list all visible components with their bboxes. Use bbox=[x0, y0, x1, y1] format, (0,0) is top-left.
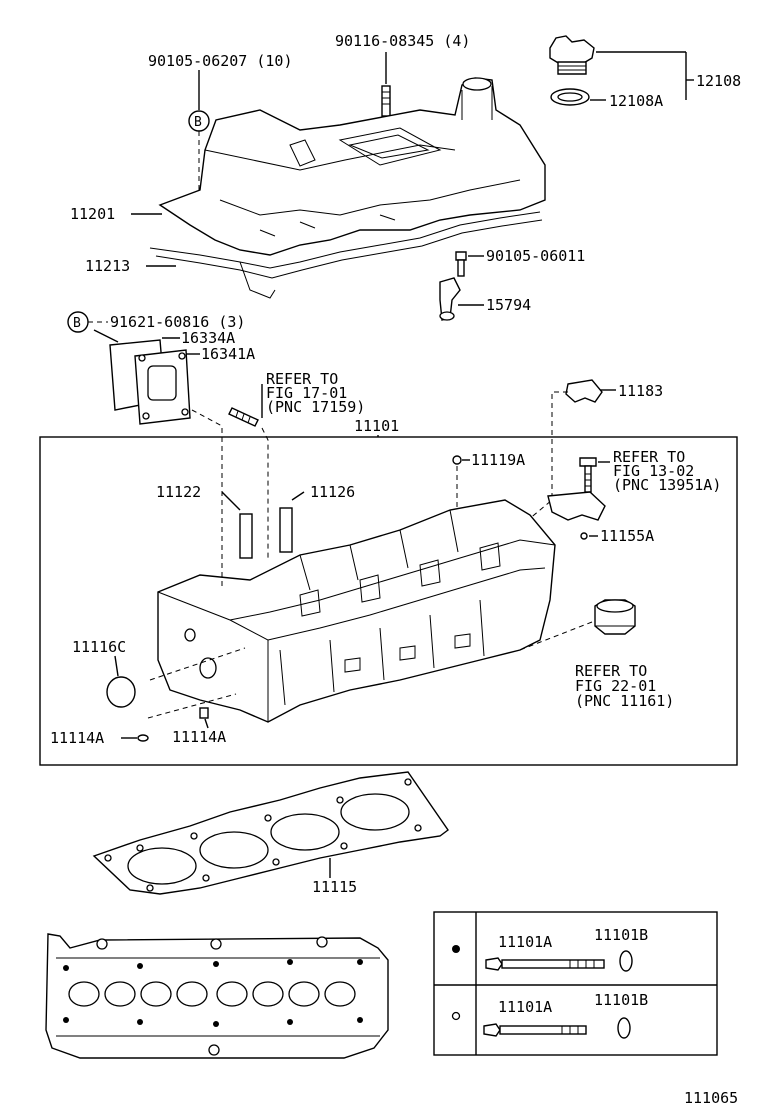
cover-gasket bbox=[149, 211, 543, 299]
ref-13-02-line2: FIG 13-02 bbox=[613, 462, 694, 480]
pin-11155a bbox=[580, 532, 588, 540]
label-12108: 12108 bbox=[696, 72, 741, 90]
label-16334a: 16334A bbox=[181, 329, 235, 347]
leader-11122 bbox=[221, 491, 241, 511]
figure-number: 111065 bbox=[684, 1089, 738, 1107]
pin-11114a-left bbox=[137, 734, 149, 742]
valve-guide-11122 bbox=[239, 513, 253, 559]
cylinder-head-assy-box bbox=[39, 436, 738, 766]
leader-flange-dashed bbox=[191, 409, 223, 588]
ref-17-01-line3: (PNC 17159) bbox=[266, 398, 365, 416]
ref-13-02-line3: (PNC 13951A) bbox=[613, 476, 721, 494]
legend-row2-bolt-icon bbox=[483, 1023, 587, 1037]
label-11155a: 11155A bbox=[600, 527, 654, 545]
sensor-15794 bbox=[439, 277, 461, 321]
leader-12108 bbox=[590, 51, 694, 101]
leader-seal-dashed bbox=[519, 621, 593, 651]
legend-row2-bolt-label: 11101A bbox=[498, 998, 552, 1016]
legend-row2-washer-label: 11101B bbox=[594, 991, 648, 1009]
legend-open-dot-icon bbox=[451, 1011, 461, 1021]
label-11213: 11213 bbox=[85, 257, 130, 275]
leader-11183-dashed bbox=[527, 391, 568, 521]
leader-11114a-right bbox=[204, 718, 209, 729]
bolt-90105-06011 bbox=[455, 251, 467, 277]
label-16341a: 16341A bbox=[201, 345, 255, 363]
stud-pnc-17159 bbox=[228, 407, 259, 427]
label-11114a-right: 11114A bbox=[172, 728, 226, 746]
legend-row1-washer-label: 11101B bbox=[594, 926, 648, 944]
ref-22-01-line3: (PNC 11161) bbox=[575, 692, 674, 710]
label-11116c: 11116C bbox=[72, 638, 126, 656]
leader-stud-dashed bbox=[261, 427, 269, 560]
label-15794: 15794 bbox=[486, 296, 531, 314]
ref-17-01-line2: FIG 17-01 bbox=[266, 384, 347, 402]
leader-11126 bbox=[291, 491, 305, 501]
bolt-pnc-13951a bbox=[579, 457, 597, 493]
pin-11114a-right bbox=[199, 707, 209, 719]
label-11115: 11115 bbox=[312, 878, 357, 896]
bearing-cap-11119a bbox=[452, 455, 462, 465]
label-90105-06207: 90105-06207 (10) bbox=[148, 52, 293, 70]
cylinder-head-cover bbox=[158, 77, 546, 256]
marker-b-left: B bbox=[67, 311, 89, 333]
label-11101: 11101 bbox=[354, 417, 399, 435]
label-12108a: 12108A bbox=[609, 92, 663, 110]
label-11183: 11183 bbox=[618, 382, 663, 400]
marker-b-top: B bbox=[188, 110, 210, 132]
leader-b-left-flange bbox=[93, 329, 119, 343]
water-outlet-flange bbox=[109, 339, 191, 425]
bearing-cap-block bbox=[547, 491, 606, 521]
legend-row1-bolt-icon bbox=[485, 957, 605, 971]
ref-22-01-line2: FIG 22-01 bbox=[575, 677, 656, 695]
valve-guide-11126 bbox=[279, 507, 293, 553]
bolt-legend-table: 11101A 11101B 11101A 11101B bbox=[433, 911, 718, 1056]
ref-22-01-line1: REFER TO bbox=[575, 662, 647, 680]
label-11201: 11201 bbox=[70, 205, 115, 223]
label-90105-06011: 90105-06011 bbox=[486, 247, 585, 265]
legend-row2-washer-icon bbox=[617, 1017, 631, 1039]
label-11119a: 11119A bbox=[471, 451, 525, 469]
cylinder-head-top-view bbox=[45, 933, 389, 1059]
legend-row1-bolt-label: 11101A bbox=[498, 933, 552, 951]
camshaft-seal-pnc-11161 bbox=[594, 599, 636, 635]
oil-filler-cap bbox=[549, 35, 595, 75]
bearing-cap-11183 bbox=[565, 379, 603, 403]
label-91621-60816: 91621-60816 (3) bbox=[110, 313, 245, 331]
ref-13-02-line1: REFER TO bbox=[613, 448, 685, 466]
label-90116-08345: 90116-08345 (4) bbox=[335, 32, 470, 50]
legend-solid-dot-icon bbox=[452, 945, 460, 953]
leader-plug-dashed bbox=[149, 647, 246, 681]
legend-row1-washer-icon bbox=[619, 950, 633, 972]
marker-b-left-label: B bbox=[73, 316, 81, 331]
head-gasket-11115 bbox=[92, 771, 449, 895]
leader-11116c bbox=[114, 655, 119, 677]
oil-filler-cap-gasket bbox=[550, 88, 590, 106]
label-11126: 11126 bbox=[310, 483, 355, 501]
plug-11116c bbox=[106, 676, 136, 708]
leader-11114a-left-dashed bbox=[147, 693, 237, 719]
cylinder-head bbox=[157, 499, 556, 723]
marker-b-top-label: B bbox=[194, 115, 202, 130]
ref-17-01-line1: REFER TO bbox=[266, 370, 338, 388]
stud-bolt-top bbox=[381, 85, 391, 117]
label-11122: 11122 bbox=[156, 483, 201, 501]
label-11114a-left: 11114A bbox=[50, 729, 104, 747]
